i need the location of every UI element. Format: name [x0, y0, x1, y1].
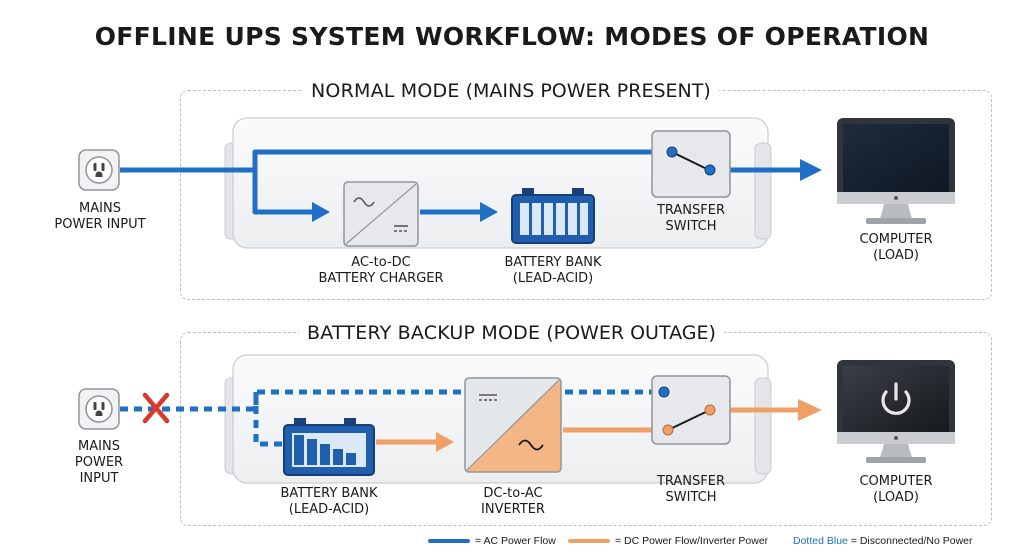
computer-monitor-icon	[837, 118, 955, 224]
legend-dotted-desc: = Disconnected/No Power	[850, 535, 973, 547]
legend-dc: = DC Power Flow/Inverter Power	[568, 535, 768, 547]
normal-computer-line2: (LOAD)	[873, 248, 919, 263]
normal-computer-label: COMPUTER (LOAD)	[836, 232, 956, 264]
backup-computer-line1: COMPUTER	[859, 474, 933, 489]
normal-mode-heading-sub: (MAINS POWER PRESENT)	[465, 80, 711, 102]
legend-dotted: Dotted Blue = Disconnected/No Power	[793, 535, 973, 547]
normal-mode-heading-main: NORMAL MODE	[311, 80, 460, 102]
normal-switch-label: TRANSFER SWITCH	[631, 203, 751, 235]
power-outlet-icon	[78, 388, 120, 430]
power-outlet-icon	[78, 149, 120, 191]
power-symbol-icon	[881, 382, 911, 415]
normal-mains-line1: MAINS	[79, 201, 121, 216]
backup-battery-label: BATTERY BANK (LEAD-ACID)	[259, 486, 399, 518]
normal-switch-line2: SWITCH	[665, 219, 717, 234]
computer-monitor-icon	[837, 360, 955, 463]
normal-mains-line2: POWER INPUT	[54, 217, 146, 232]
charger-line2: BATTERY CHARGER	[318, 271, 444, 286]
normal-battery-line2: (LEAD-ACID)	[512, 271, 594, 286]
diagram-title: OFFLINE UPS SYSTEM WORKFLOW: MODES OF OP…	[94, 22, 930, 51]
inverter-label: DC-to-AC INVERTER	[453, 486, 573, 518]
backup-computer-line2: (LOAD)	[873, 490, 919, 505]
normal-battery-line1: BATTERY BANK	[504, 255, 602, 270]
legend-dc-swatch	[568, 539, 610, 544]
ac-dc-converter-icon	[464, 377, 562, 473]
backup-computer-label: COMPUTER (LOAD)	[836, 474, 956, 506]
legend-ac-swatch	[428, 539, 470, 544]
charger-line1: AC-to-DC	[351, 255, 411, 270]
disconnect-cross-icon	[142, 392, 170, 424]
charger-label: AC-to-DC BATTERY CHARGER	[301, 255, 461, 287]
legend-dc-text: = DC Power Flow/Inverter Power	[615, 535, 769, 547]
legend-dotted-key: Dotted Blue	[793, 535, 848, 547]
backup-battery-line1: BATTERY BANK	[280, 486, 378, 501]
backup-switch-line2: SWITCH	[665, 490, 717, 505]
normal-battery-label: BATTERY BANK (LEAD-ACID)	[483, 255, 623, 287]
inverter-line1: DC-to-AC	[483, 486, 543, 501]
normal-switch-line1: TRANSFER	[656, 203, 726, 218]
transfer-switch-icon	[651, 130, 731, 198]
backup-mode-heading-sub: (POWER OUTAGE)	[546, 322, 716, 344]
legend-ac: = AC Power Flow	[428, 535, 556, 547]
backup-mains-line3: INPUT	[79, 471, 119, 486]
backup-mode-heading: BATTERY BACKUP MODE (POWER OUTAGE)	[299, 322, 724, 344]
normal-mode-heading: NORMAL MODE (MAINS POWER PRESENT)	[303, 80, 719, 102]
backup-mains-line1: MAINS	[78, 439, 120, 454]
disconnected-dotted-lines	[120, 389, 664, 447]
normal-arrowheads	[312, 159, 822, 222]
backup-mains-label: MAINS POWER INPUT	[49, 439, 149, 487]
normal-mains-label: MAINS POWER INPUT	[40, 201, 160, 233]
battery-icon	[511, 188, 595, 244]
ac-dc-converter-icon	[343, 181, 419, 247]
normal-computer-line1: COMPUTER	[859, 232, 933, 247]
backup-battery-line2: (LEAD-ACID)	[288, 502, 370, 517]
backup-switch-line1: TRANSFER	[656, 474, 726, 489]
backup-mode-heading-main: BATTERY BACKUP MODE	[307, 322, 541, 344]
backup-mains-line2: POWER	[74, 455, 124, 470]
backup-switch-label: TRANSFER SWITCH	[631, 474, 751, 506]
legend-ac-text: = AC Power Flow	[475, 535, 556, 547]
inverter-line2: INVERTER	[481, 502, 545, 517]
transfer-switch-icon	[651, 375, 731, 445]
battery-icon	[283, 418, 375, 476]
